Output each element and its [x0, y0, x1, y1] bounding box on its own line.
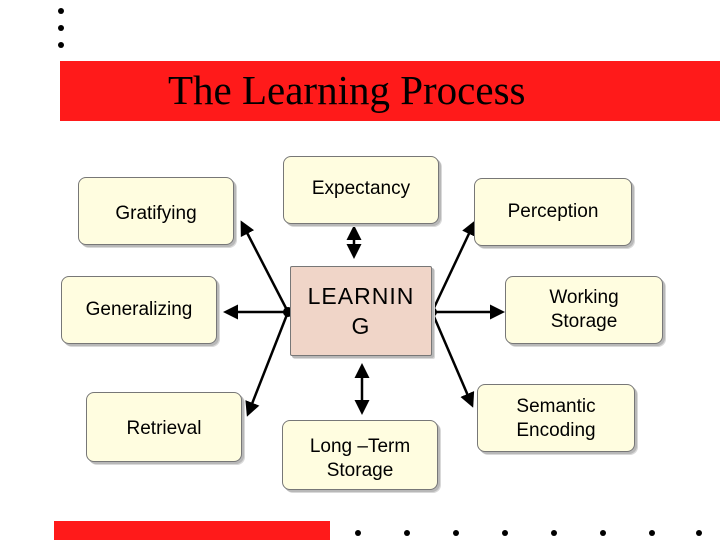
node-label: Long –Term Storage: [309, 436, 411, 481]
node-retrieval: Retrieval: [86, 392, 242, 462]
bullet-dot: [58, 8, 64, 14]
node-label: Perception: [507, 201, 599, 222]
node-label: Expectancy: [311, 178, 411, 199]
bullet-dots-left: [58, 8, 64, 59]
arrow-learning-gratifying: [240, 220, 290, 313]
node-label: Gratifying: [115, 203, 197, 224]
arrow-learning-semantic-encoding: [430, 311, 475, 408]
node-learning: LEARNIN G: [290, 266, 432, 356]
page-title: The Learning Process: [168, 67, 526, 113]
bullet-dot: [355, 530, 361, 536]
bullet-dot: [600, 530, 606, 536]
node-expectancy: Expectancy: [283, 156, 439, 224]
node-label: Generalizing: [85, 299, 193, 320]
bottom-band: [54, 521, 330, 540]
node-gratifying: Gratifying: [78, 177, 234, 245]
bullet-dot: [404, 530, 410, 536]
title-band: [60, 61, 720, 121]
node-working-storage: Working Storage: [505, 276, 663, 344]
arrow-learning-perception: [430, 220, 476, 313]
bullet-dot: [551, 530, 557, 536]
arrow-learning-retrieval: [245, 311, 290, 417]
bullet-dot: [696, 530, 702, 536]
bullet-dot: [649, 530, 655, 536]
node-label: Semantic Encoding: [516, 396, 596, 441]
node-generalizing: Generalizing: [61, 276, 217, 344]
node-long-term-storage: Long –Term Storage: [282, 420, 438, 490]
bullet-dot: [453, 530, 459, 536]
node-perception: Perception: [474, 178, 632, 246]
bullet-dot: [58, 42, 64, 48]
node-label: Retrieval: [126, 418, 202, 439]
node-label: LEARNIN G: [307, 283, 415, 339]
bullet-dot: [502, 530, 508, 536]
node-semantic-encoding: Semantic Encoding: [477, 384, 635, 452]
bullet-dot: [58, 25, 64, 31]
node-label: Working Storage: [549, 287, 619, 332]
